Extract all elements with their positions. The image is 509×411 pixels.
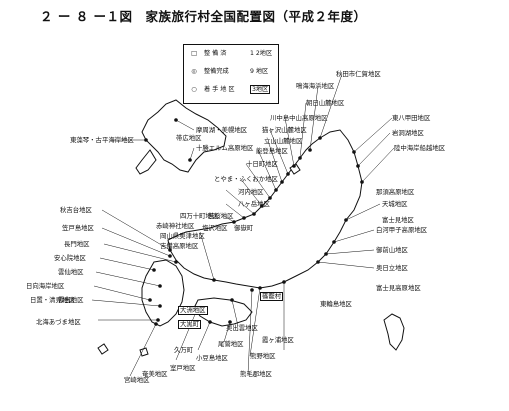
map-label: 尾鷲地区	[218, 340, 244, 348]
map-label: 奥出雲地区	[226, 324, 258, 332]
legend-count: 9 地区	[249, 68, 269, 75]
map-label: 奄美地区	[142, 370, 168, 378]
map-label: 摩周湖・美幌地区	[196, 126, 248, 134]
map-label: 北海あづま地区	[36, 318, 81, 326]
map-label: 富士見地区	[382, 216, 414, 224]
map-label: 日置・清見地区	[30, 296, 75, 304]
legend-label: 整 備 済	[203, 50, 227, 57]
map-label: 吉備高原地区	[160, 242, 199, 250]
map-label: 久万町	[174, 346, 194, 354]
map-label: 東八甲田地区	[392, 114, 431, 122]
legend-row-completed: □ 整 備 済 1 2地区	[190, 49, 272, 59]
hokkaido-shape	[141, 99, 227, 173]
map-label: 東藻琴・古平海岸地区	[70, 136, 134, 144]
map-label: 天城地区	[382, 200, 408, 208]
map-label: 富士見高原地区	[376, 284, 421, 292]
map-label: 若桜地区	[208, 212, 234, 220]
map-label: 日向海岸地区	[26, 282, 65, 290]
map-label: 岩洞湖地区	[392, 129, 424, 137]
legend-row-developing: ◎ 整備完成 9 地区	[190, 67, 268, 77]
map-label: 小豆島地区	[196, 354, 228, 362]
double-circle-icon: ◎	[191, 68, 197, 75]
map-label: 能登島地区	[256, 147, 288, 155]
legend: □ 整 備 済 1 2地区 ◎ 整備完成 9 地区 ○ 着 手 地 区 3地区	[183, 44, 279, 104]
map-label: 御前山地区	[376, 246, 408, 254]
map-label: 安心院地区	[54, 254, 86, 262]
map-label: とやま・ふくおか地区	[214, 175, 278, 183]
map-label: 白河甲子高原地区	[376, 226, 428, 234]
honshu-shape	[167, 129, 363, 289]
map-label: 宮崎地区	[124, 376, 150, 384]
map-label: 塩沢地区	[202, 224, 228, 232]
map-label: 鳴海海浜地区	[296, 82, 335, 90]
map-label: 赤崎神社地区	[156, 222, 195, 230]
map-label: 猫ヶ沢山麓地区	[262, 126, 307, 134]
map-label: 東輪島地区	[320, 300, 352, 308]
map-label: 熊野地区	[250, 352, 276, 360]
map-label: 十勝エルム高原地区	[196, 144, 254, 152]
map-label: 長門地区	[64, 240, 90, 248]
legend-count: 3地区	[249, 85, 271, 94]
island-small-1	[97, 343, 109, 355]
map-label: 秋吉台地区	[60, 206, 92, 214]
map-label: 川中島中山高原地区	[270, 114, 328, 122]
map-label: 那須高原地区	[376, 188, 415, 196]
map-label: 霧島地区	[58, 296, 84, 304]
map-label: 立山山麓地区	[264, 137, 303, 145]
square-icon: □	[191, 50, 197, 57]
kyushu-shape	[141, 259, 185, 327]
map-label: 十日町地区	[246, 160, 278, 168]
page-title: ２ ー ８ ー１図 家族旅行村全国配置図（平成２年度）	[40, 9, 367, 24]
map-label: 四万十町地区	[180, 212, 219, 220]
map-label: 奥日立地区	[376, 264, 408, 272]
island-small-2	[139, 347, 149, 357]
legend-count: 1 2地区	[249, 50, 273, 57]
map-label: 岡山県奥津地区	[160, 232, 205, 240]
map-label: 雲仙地区	[58, 268, 84, 276]
map-label: 河内地区	[238, 188, 264, 196]
map-label: 陸中海岸船越地区	[394, 144, 446, 152]
map-label: 秋田市仁賀地区	[336, 70, 381, 78]
circle-icon: ○	[191, 86, 197, 93]
map-label: 大洲地区	[178, 306, 208, 315]
map-label: 篠籠村	[260, 292, 284, 301]
okinawa-shape	[383, 313, 405, 351]
legend-label: 着 手 地 区	[203, 86, 235, 93]
map-label: 大黒町	[178, 320, 202, 329]
hokkaido-peninsula	[135, 149, 157, 175]
map-label: 熊毛郡地区	[240, 370, 272, 378]
map-label: 朝日山麓地区	[306, 99, 345, 107]
legend-row-started: ○ 着 手 地 区 3地区	[190, 85, 271, 95]
map-label: 室戸地区	[170, 364, 196, 372]
map-label: 八ヶ岳地区	[238, 200, 270, 208]
map-label: 霞ヶ浦地区	[262, 336, 294, 344]
map-label: 笠戸島地区	[62, 224, 94, 232]
legend-label: 整備完成	[203, 68, 229, 75]
map-label: 御嶽町	[234, 224, 254, 232]
map-label: 帯広地区	[176, 134, 202, 142]
